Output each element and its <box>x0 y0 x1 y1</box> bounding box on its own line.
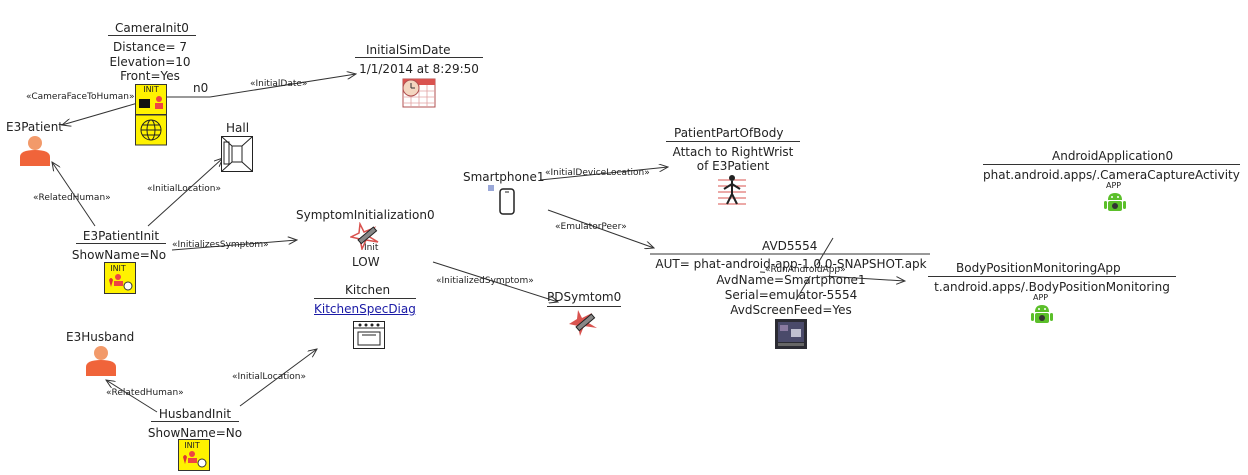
edge-emulator-peer <box>547 209 654 248</box>
camera-init-icon: INIT <box>135 84 167 146</box>
edge-initial-device-location <box>539 167 668 181</box>
body-part-icon <box>716 174 748 210</box>
init-badge-text: INIT <box>184 441 200 450</box>
edge-label-camera-face-to-human: «CameraFaceToHuman» <box>26 92 135 102</box>
room-icon <box>221 136 253 176</box>
edge-initial-date <box>209 74 356 98</box>
edge-label-initializes-symptom: «InitializesSymptom» <box>172 240 269 250</box>
edge-label-related-human-husband: «RelatedHuman» <box>106 388 184 398</box>
person-icon <box>19 135 51 171</box>
edge-label-initialized-symptom: «InitializedSymptom» <box>436 276 534 286</box>
node-title: AndroidApplication0 <box>1052 149 1174 163</box>
edge-camera-face-to-human <box>62 99 149 125</box>
node-description: of E3Patient <box>696 159 770 173</box>
node-property: AvdName=Smartphone1 <box>716 273 866 287</box>
node-property: ShowName=No <box>147 426 243 440</box>
init-icon: INIT <box>104 262 136 298</box>
edge-label-initial-date: «InitialDate» <box>250 79 308 89</box>
edge-label-initial-location-kitchen: «InitialLocation» <box>232 372 306 382</box>
symptom-level: LOW <box>352 255 380 269</box>
person-icon <box>85 345 117 381</box>
app-badge: APP <box>1033 293 1049 302</box>
android-icon <box>1031 303 1053 329</box>
node-n0[interactable]: n0 <box>193 81 209 95</box>
screen-feed-icon <box>775 319 807 353</box>
edge-label-related-human-patient: «RelatedHuman» <box>33 193 111 203</box>
edge-label-initial-location-hall: «InitialLocation» <box>147 184 221 194</box>
node-value: 1/1/2014 at 8:29:50 <box>355 57 483 76</box>
node-property: phat.android.apps/.CameraCaptureActivity <box>983 164 1240 182</box>
node-property: Serial=emulator-5554 <box>724 288 858 302</box>
node-title: HusbandInit <box>151 407 239 422</box>
edge-initializes-symptom <box>171 240 297 251</box>
android-icon <box>1104 191 1126 217</box>
edge-initialized-symptom <box>432 261 558 302</box>
kitchen-spec-link[interactable]: KitchenSpecDiag <box>314 298 416 316</box>
edge-label-emulator-peer: «EmulatorPeer» <box>555 222 627 232</box>
calendar-icon <box>402 76 436 112</box>
symptom-icon <box>568 308 600 342</box>
edge-initial-location-kitchen <box>239 349 317 407</box>
oven-icon <box>353 321 385 353</box>
node-property: Distance= 7 <box>113 40 187 54</box>
node-title: E3Husband <box>66 330 135 344</box>
node-property: Elevation=10 <box>109 55 191 69</box>
init-badge-text: INIT <box>110 264 126 273</box>
node-property: ShowName=No <box>71 248 167 262</box>
node-title: InitialSimDate <box>366 43 451 57</box>
edge-label-run-android-app: «RunAndroidApp» <box>765 265 846 276</box>
node-property: t.android.apps/.BodyPositionMonitoring <box>928 276 1176 294</box>
node-title: E3Patient <box>6 120 63 134</box>
node-property: Front=Yes <box>120 69 180 83</box>
node-title: PDSymtom0 <box>547 290 622 307</box>
init-label: Init <box>364 243 379 253</box>
init-badge-text: INIT <box>143 85 159 94</box>
node-title: SymptomInitialization0 <box>296 208 435 222</box>
node-property: AUT= phat-android-app-1.0.0-SNAPSHOT.apk <box>655 257 927 271</box>
node-title: CameraInit0 <box>108 21 196 36</box>
node-title: BodyPositionMonitoringApp <box>956 261 1121 275</box>
edge-label-initial-device-location: «InitialDeviceLocation» <box>545 168 650 178</box>
node-property: AvdScreenFeed=Yes <box>730 303 852 317</box>
edge-initial-location-hall <box>147 158 223 227</box>
app-badge: APP <box>1106 181 1122 190</box>
node-title: Smartphone1 <box>463 170 545 184</box>
node-title: E3PatientInit <box>76 229 166 244</box>
edge-related-human-patient <box>52 162 96 227</box>
node-description: Attach to RightWrist <box>666 141 800 159</box>
node-title: AVD5554 <box>762 239 818 253</box>
node-title: PatientPartOfBody <box>674 126 784 140</box>
init-icon: INIT <box>178 439 210 475</box>
node-title: Kitchen <box>345 283 391 297</box>
edge-related-human-husband <box>106 380 158 413</box>
symptom-icon <box>348 221 382 254</box>
node-title: Hall <box>226 121 250 135</box>
smartphone-icon <box>488 185 520 219</box>
